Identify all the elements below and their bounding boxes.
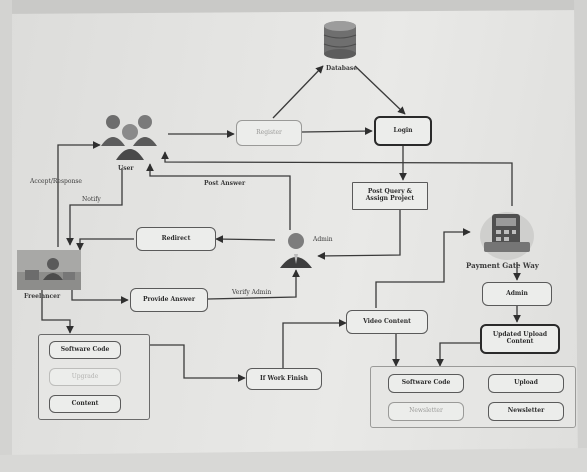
edge-redirect-freelancer [76, 238, 134, 251]
notify-edge-label: Notify [82, 196, 101, 203]
user-group-icon [101, 115, 157, 160]
login-node: Login [374, 116, 432, 146]
edge-postquery-admin [317, 210, 401, 260]
provide-answer-node: Provide Answer [130, 288, 208, 312]
edge-panel-workfinish [150, 344, 246, 382]
freelancer-photo-icon [17, 250, 81, 290]
edge-workfinish-video [282, 319, 347, 368]
user-label: User [118, 165, 134, 172]
edge-freelancer-panel [41, 290, 74, 334]
upgrade-node: Upgrade [49, 368, 121, 386]
if-work-finish-node: If Work Finish [246, 368, 322, 390]
edge-register-database [272, 65, 324, 119]
redirect-node: Redirect [136, 227, 216, 251]
updated-upload-content-node: Updated Upload Content [480, 324, 560, 354]
edge-database-login [354, 65, 406, 115]
edge-admin-redirect [215, 235, 276, 244]
admin-person-icon [280, 233, 312, 268]
newsletter-left-node: Newsletter [388, 402, 464, 421]
edge-provideanswer-admin [207, 269, 300, 300]
edge-payment-user [161, 151, 513, 206]
content-left-node: Content [49, 395, 121, 413]
edge-user-freelancer [66, 168, 123, 246]
database-icon [323, 21, 357, 59]
software-code-left-node: Software Code [49, 341, 121, 359]
post-query-node: Post Query & Assign Project [352, 182, 428, 210]
admin-right-node: Admin [482, 282, 552, 306]
edge-video-payment [375, 228, 471, 308]
edge-freelancer-provideanswer [71, 288, 129, 304]
accept-response-edge-label: Accept/Response [30, 178, 82, 185]
edge-register-login [301, 127, 373, 135]
verify-admin-edge-label: Verify Admin [232, 289, 272, 296]
payment-gateway-label: Payment Gate Way [466, 261, 539, 270]
software-code-right-node: Software Code [388, 374, 464, 393]
video-content-node: Video Content [346, 310, 428, 334]
edge-freelancer-user [57, 141, 101, 247]
payment-terminal-icon [480, 212, 534, 260]
register-node: Register [236, 120, 302, 146]
freelancer-label: Freelancer [24, 293, 61, 300]
database-label: Database [326, 65, 358, 72]
admin-center-label: Admin [313, 236, 333, 243]
post-answer-edge-label: Post Answer [204, 180, 246, 187]
upload-node: Upload [488, 374, 564, 393]
edge-updated-panel [436, 342, 480, 367]
newsletter-right-node: Newsletter [488, 402, 564, 421]
edge-admin-user [146, 163, 291, 230]
